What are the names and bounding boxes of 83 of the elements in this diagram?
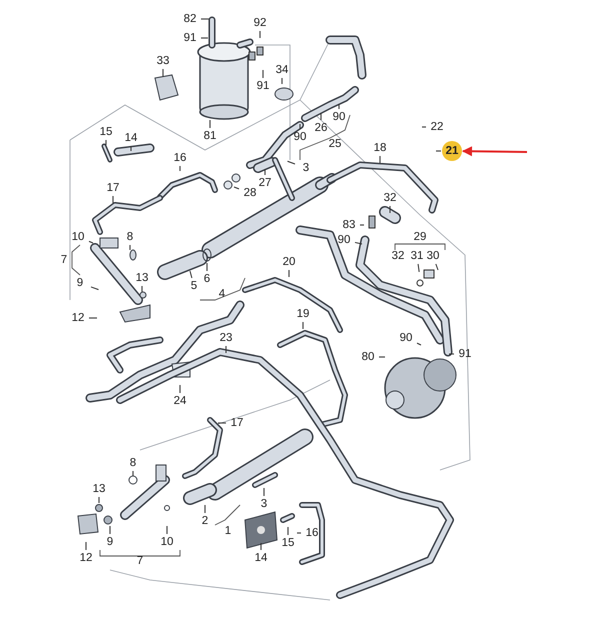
leader-line <box>302 322 304 330</box>
callout-number: 20 <box>279 255 299 269</box>
leader-line <box>112 196 114 204</box>
callout-number: 14 <box>251 551 271 565</box>
callout-number: 90 <box>396 331 416 345</box>
callout-number: 3 <box>296 161 316 175</box>
leader-line <box>320 112 322 120</box>
callout-number: 90 <box>290 130 310 144</box>
leader-line <box>360 224 364 226</box>
callout-number: 10 <box>68 230 88 244</box>
leader-line <box>354 242 362 244</box>
leader-line <box>206 262 208 272</box>
leader-line <box>296 532 302 534</box>
callout-number: 17 <box>103 181 123 195</box>
callout-number: 4 <box>212 287 232 301</box>
callout-number: 32 <box>388 249 408 263</box>
callout-number: 24 <box>170 394 190 408</box>
callout-number: 15 <box>96 125 116 139</box>
leader-line <box>338 104 340 110</box>
callout-number: 29 <box>410 230 430 244</box>
leader-line <box>416 342 422 346</box>
leader-line <box>260 542 262 550</box>
callout-number: 83 <box>339 218 359 232</box>
arrow <box>462 146 528 156</box>
callout-number: 1 <box>218 524 238 538</box>
leader-line <box>88 240 94 244</box>
callout-number: 90 <box>334 233 354 247</box>
leader-line <box>204 504 206 514</box>
callout-number: 91 <box>180 31 200 45</box>
leader-line <box>218 422 226 424</box>
callout-number: 3 <box>254 497 274 511</box>
leader-line <box>90 286 100 290</box>
callout-number: 2 <box>195 514 215 528</box>
callout-number: 9 <box>100 535 120 549</box>
callout-number: 25 <box>325 137 345 151</box>
callout-number: 92 <box>250 16 270 30</box>
callout-number: 81 <box>200 129 220 143</box>
leader-line <box>234 186 240 190</box>
callout-number: 17 <box>227 416 247 430</box>
leader-line <box>422 126 426 128</box>
leader-line <box>262 70 264 78</box>
callout-number: 13 <box>89 482 109 496</box>
leader-line <box>132 470 134 476</box>
leader-line <box>418 264 420 272</box>
callout-number: 80 <box>358 350 378 364</box>
leader-line <box>190 270 192 278</box>
callout-number: 19 <box>293 307 313 321</box>
callout-number: 23 <box>216 331 236 345</box>
callout-number: 18 <box>370 141 390 155</box>
callout-number: 33 <box>153 54 173 68</box>
callout-number: 13 <box>132 271 152 285</box>
callout-number: 22 <box>427 120 447 134</box>
callout-number: 91 <box>253 79 273 93</box>
callout-number: 16 <box>170 151 190 165</box>
leader-line <box>162 68 164 78</box>
leader-line <box>435 264 438 270</box>
leader-line <box>288 270 290 278</box>
callout-number: 9 <box>70 276 90 290</box>
leader-line <box>436 150 442 152</box>
callout-number: 90 <box>329 110 349 124</box>
callout-number: 91 <box>455 347 475 361</box>
leader-line <box>166 526 168 534</box>
callout-number: 10 <box>157 535 177 549</box>
leader-line <box>200 18 210 20</box>
callout-number: 21 <box>442 141 462 161</box>
callout-number: 34 <box>272 63 292 77</box>
callout-number: 7 <box>54 253 74 267</box>
leader-line <box>286 160 296 164</box>
callout-number: 26 <box>311 121 331 135</box>
callout-number: 32 <box>380 191 400 205</box>
callout-number: 15 <box>278 536 298 550</box>
leader-line <box>98 496 100 504</box>
callout-number: 12 <box>76 551 96 565</box>
leader-line <box>378 356 386 358</box>
callout-number: 7 <box>130 554 150 568</box>
callout-number: 14 <box>121 131 141 145</box>
callout-number: 8 <box>123 456 143 470</box>
callout-number: 12 <box>68 311 88 325</box>
callout-number: 82 <box>180 12 200 26</box>
leader-line <box>130 146 132 152</box>
callout-number: 8 <box>120 230 140 244</box>
callout-number: 16 <box>302 526 322 540</box>
leader-line <box>264 168 266 176</box>
